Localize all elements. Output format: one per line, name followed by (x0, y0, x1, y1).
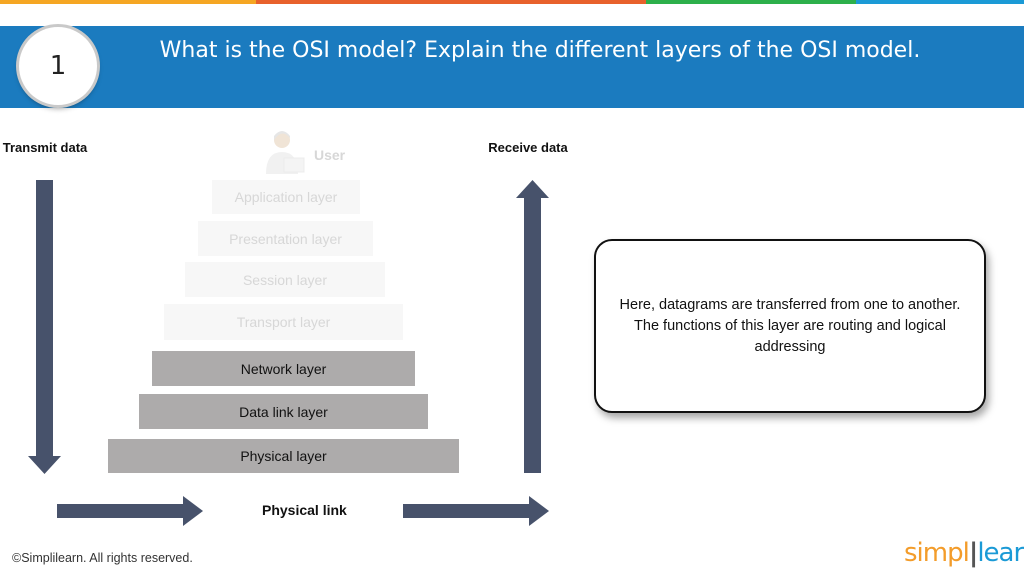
transmit-arrow-head (28, 456, 61, 474)
receive-data-label: Receive data (488, 140, 568, 155)
transmit-arrow-shaft (36, 180, 53, 460)
physical-link-arrow-left (57, 496, 203, 526)
transmit-data-label: Transmit data (2, 140, 88, 155)
layer-application: Application layer (212, 180, 360, 214)
layer-description-box: Here, datagrams are transferred from one… (594, 239, 986, 413)
layer-data-link: Data link layer (139, 394, 428, 429)
layer-presentation: Presentation layer (198, 221, 373, 256)
user-icon (266, 131, 305, 174)
layer-description-text: Here, datagrams are transferred from one… (619, 296, 961, 355)
physical-link-arrow-right (403, 496, 549, 526)
receive-arrow-shaft (524, 196, 541, 473)
layer-physical: Physical layer (108, 439, 459, 473)
layer-transport: Transport layer (164, 304, 403, 340)
header-bar (0, 26, 1024, 108)
slide-number-badge: 1 (19, 27, 97, 105)
top-color-strip (0, 0, 1024, 4)
slide-title: What is the OSI model? Explain the diffe… (159, 38, 921, 63)
layer-network: Network layer (152, 351, 415, 386)
user-label: User (314, 147, 346, 163)
copyright-notice: ©Simplilearn. All rights reserved. (12, 551, 193, 565)
physical-link-label: Physical link (262, 502, 347, 518)
slide-number: 1 (49, 51, 67, 81)
simplilearn-logo: simpl|learn (904, 538, 1024, 568)
receive-arrow-head (516, 180, 549, 198)
layer-session: Session layer (185, 262, 385, 297)
